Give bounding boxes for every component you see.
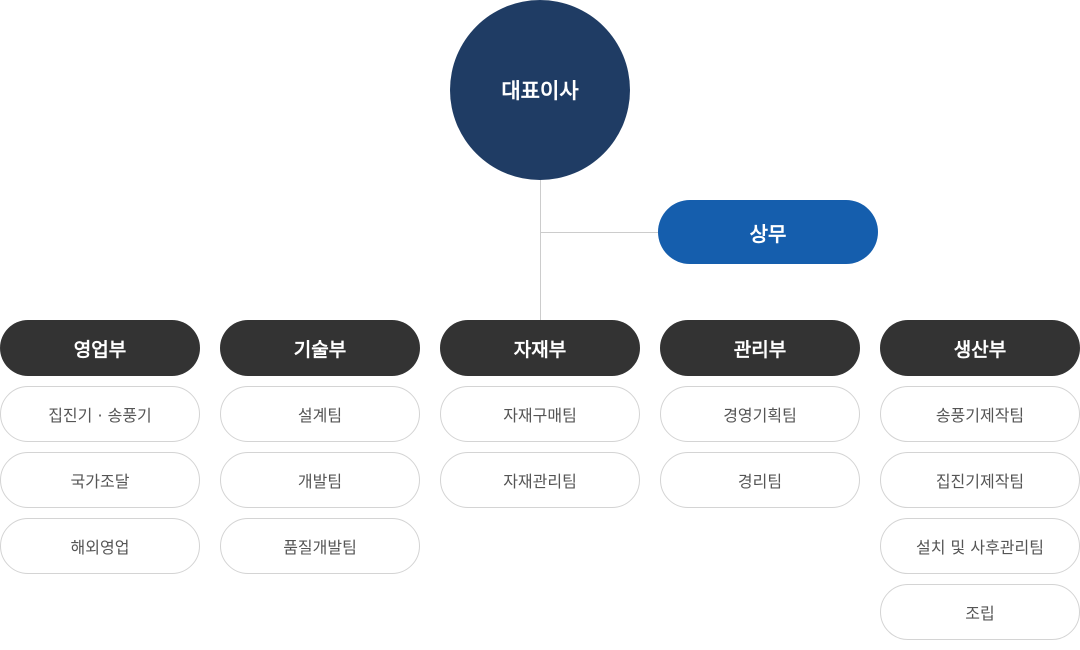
team-item: 자재구매팀	[440, 386, 640, 442]
department-administration: 관리부 경영기획팀 경리팀	[660, 320, 860, 518]
team-item: 경영기획팀	[660, 386, 860, 442]
team-item: 집진기제작팀	[880, 452, 1080, 508]
team-item: 설치 및 사후관리팀	[880, 518, 1080, 574]
executive-node: 상무	[658, 200, 878, 264]
team-item: 품질개발팀	[220, 518, 420, 574]
department-header: 생산부	[880, 320, 1080, 376]
department-technology: 기술부 설계팀 개발팀 품질개발팀	[220, 320, 420, 584]
team-item: 경리팀	[660, 452, 860, 508]
team-item: 해외영업	[0, 518, 200, 574]
team-item: 설계팀	[220, 386, 420, 442]
executive-label: 상무	[749, 221, 787, 246]
department-header: 기술부	[220, 320, 420, 376]
team-item: 개발팀	[220, 452, 420, 508]
department-production: 생산부 송풍기제작팀 집진기제작팀 설치 및 사후관리팀 조립	[880, 320, 1080, 650]
team-item: 자재관리팀	[440, 452, 640, 508]
team-item: 집진기 · 송풍기	[0, 386, 200, 442]
connector-to-executive	[540, 232, 658, 233]
connector-ceo-to-departments	[540, 180, 541, 320]
department-header: 영업부	[0, 320, 200, 376]
team-item: 송풍기제작팀	[880, 386, 1080, 442]
department-sales: 영업부 집진기 · 송풍기 국가조달 해외영업	[0, 320, 200, 584]
department-header: 자재부	[440, 320, 640, 376]
team-item: 조립	[880, 584, 1080, 640]
ceo-node: 대표이사	[450, 0, 630, 180]
department-header: 관리부	[660, 320, 860, 376]
ceo-label: 대표이사	[501, 79, 579, 103]
team-item: 국가조달	[0, 452, 200, 508]
department-materials: 자재부 자재구매팀 자재관리팀	[440, 320, 640, 518]
